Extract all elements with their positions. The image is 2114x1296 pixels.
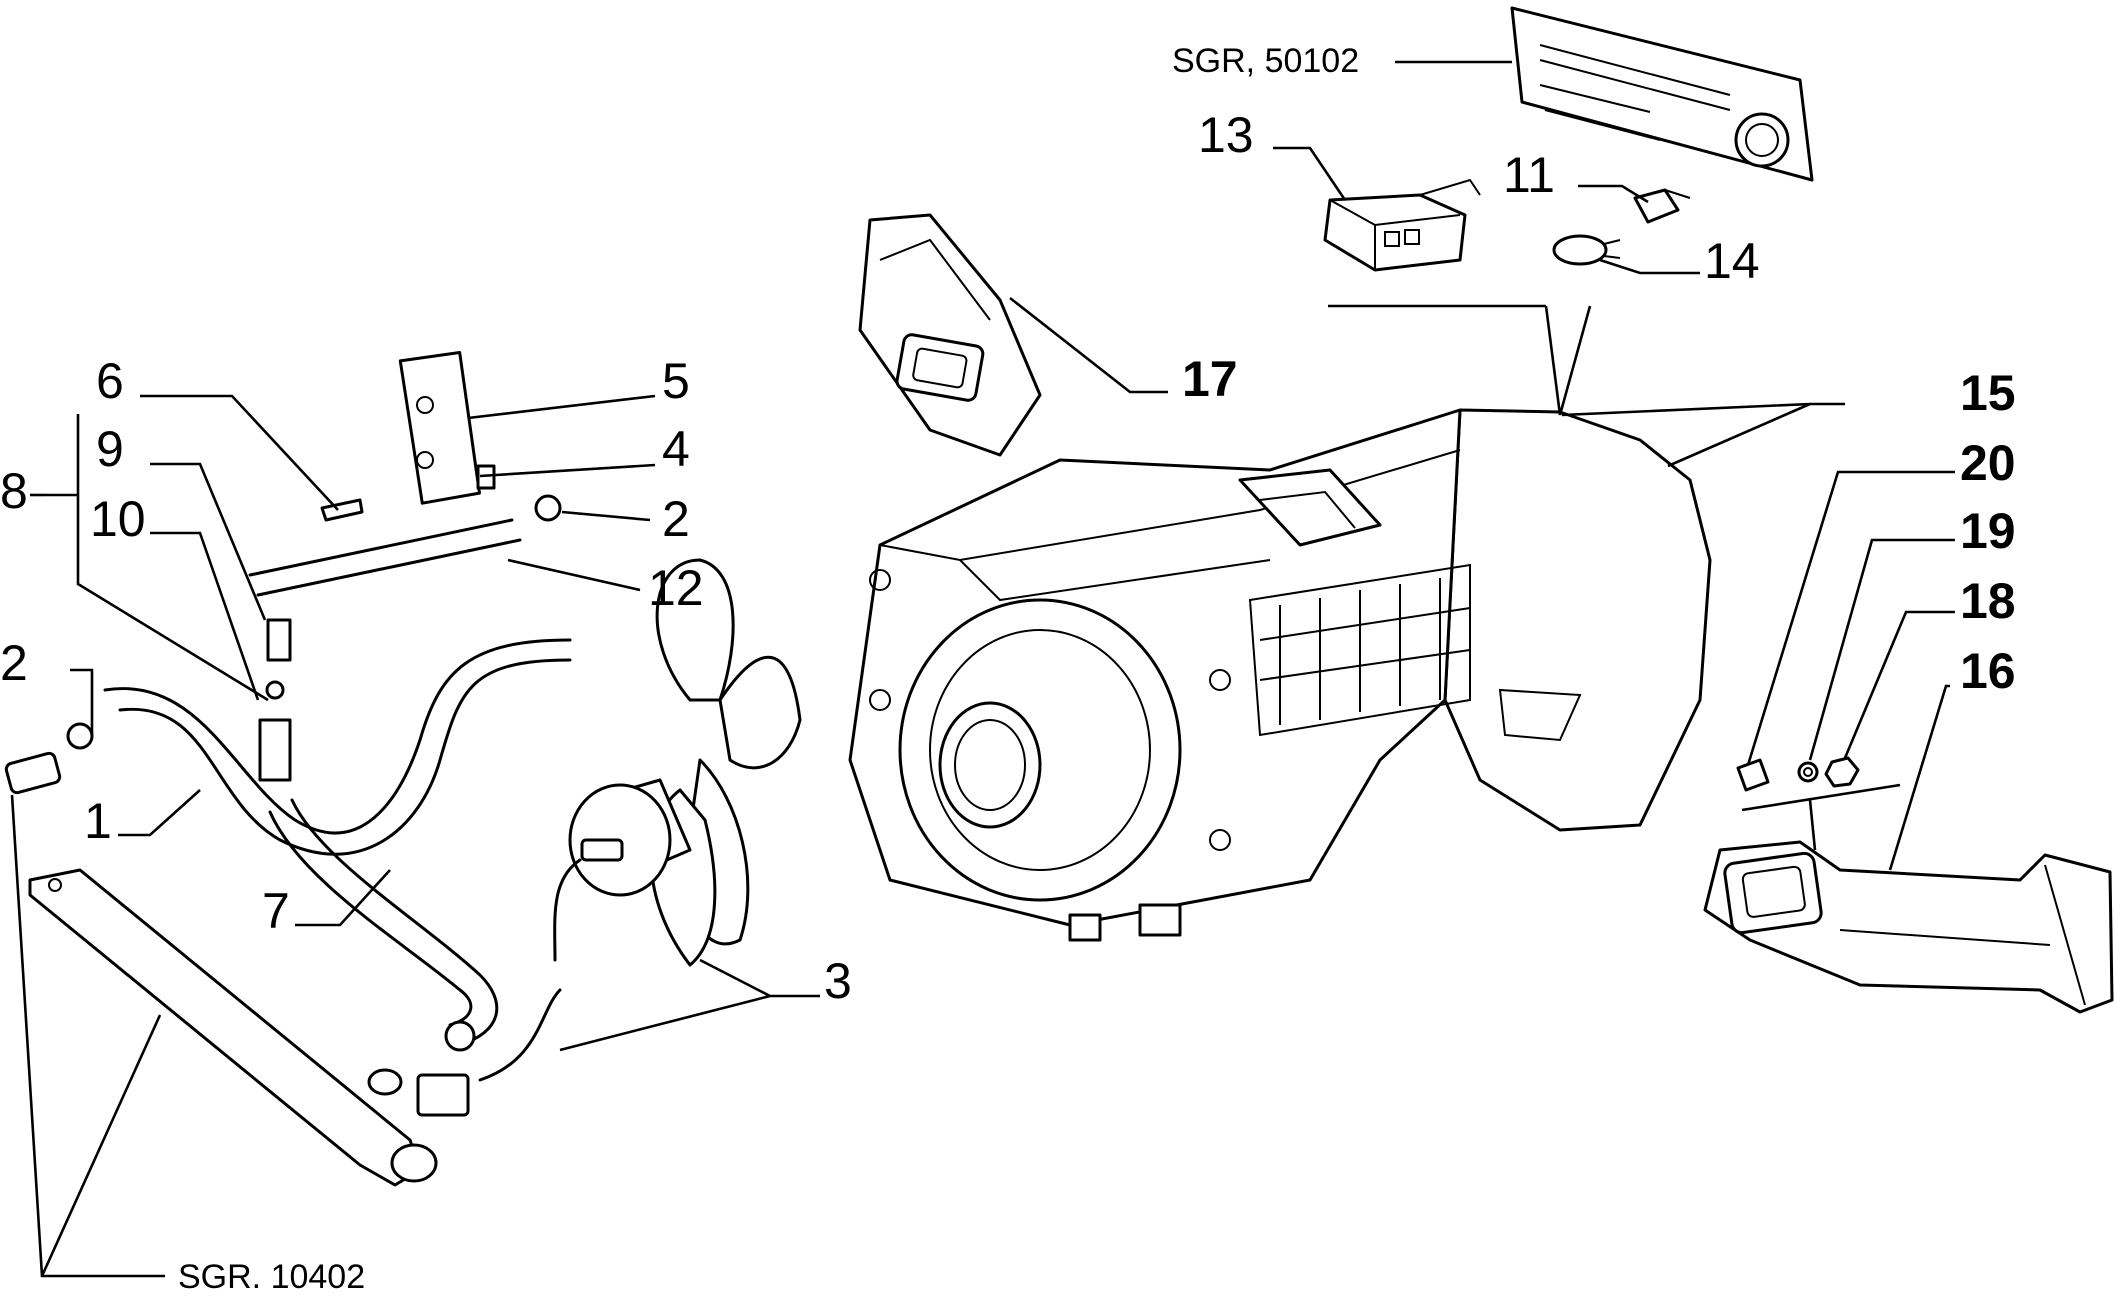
heater-unit-part (848, 408, 1712, 942)
callout-17: 17 (1182, 351, 1238, 407)
callout-1: 1 (84, 793, 112, 849)
callout-2-upper: 2 (662, 491, 690, 547)
callout-10: 10 (90, 491, 146, 547)
air-outlet-part (858, 213, 1042, 457)
screw-part (320, 464, 496, 522)
resistor-part (1323, 178, 1481, 272)
callout-16: 16 (1960, 643, 2016, 699)
callout-11: 11 (1503, 147, 1555, 203)
callout-8: 8 (0, 463, 28, 519)
callout-2-lower: 2 (0, 635, 28, 691)
switch-part (1633, 188, 1691, 224)
heater-hose-part (103, 518, 572, 1052)
callout-3: 3 (824, 953, 852, 1009)
control-panel-part (1510, 6, 1814, 182)
callout-7: 7 (262, 883, 290, 939)
water-pipe-part (28, 868, 438, 1187)
hose-clamp-part (66, 494, 562, 750)
bulb-part (1552, 234, 1621, 266)
callout-4: 4 (662, 421, 690, 477)
plug-part (4, 751, 62, 795)
callout-12: 12 (648, 560, 704, 616)
mounting-plate-part (398, 351, 481, 505)
bracket-hardware-part (1736, 756, 1860, 792)
blower-fan-part (416, 558, 802, 1117)
callout-sgr-50102: SGR, 50102 (1172, 42, 1359, 80)
air-duct-part (1703, 840, 2114, 1014)
callout-5: 5 (662, 353, 690, 409)
callout-labels: SGR, 50102 13 11 14 17 15 20 19 18 16 6 … (0, 42, 2016, 1296)
leader-lines (10, 60, 1955, 1278)
valve-fitting-part (258, 618, 292, 782)
callout-19: 19 (1960, 503, 2016, 559)
callout-9: 9 (96, 421, 124, 477)
callout-14: 14 (1704, 233, 1760, 289)
callout-15: 15 (1960, 365, 2016, 421)
callout-18: 18 (1960, 573, 2016, 629)
callout-20: 20 (1960, 435, 2016, 491)
callout-sgr-10402: SGR. 10402 (178, 1258, 365, 1296)
callout-6: 6 (96, 353, 124, 409)
callout-13: 13 (1198, 107, 1254, 163)
